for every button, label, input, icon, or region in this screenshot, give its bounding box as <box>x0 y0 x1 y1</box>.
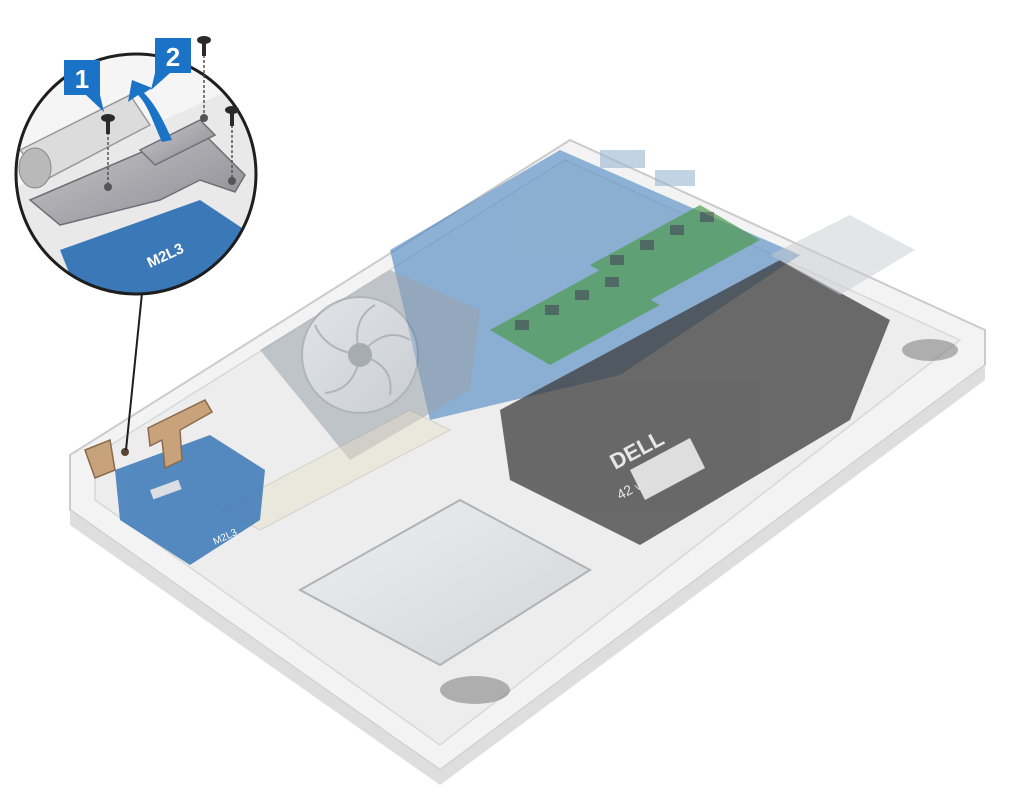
hard-drive-body <box>297 498 592 667</box>
zoom-callout: M2L3 <box>14 36 258 296</box>
zoom-circle-border <box>14 52 258 296</box>
screw-2 <box>197 36 211 118</box>
hard-drive <box>297 498 592 667</box>
chassis-front-edge <box>70 365 985 785</box>
hinge-bracket-small <box>84 438 116 479</box>
lift-arrow <box>128 80 172 142</box>
hinge-bracket-large <box>147 399 214 470</box>
ssd-slot <box>770 215 915 295</box>
screw-3 <box>225 106 239 181</box>
memory-module-upper <box>590 205 760 300</box>
step-badge-1: 1 <box>64 60 104 112</box>
memory-module-lower <box>490 270 660 365</box>
io-board-pcb <box>115 435 265 565</box>
step-badge-2: 2 <box>151 38 191 90</box>
thermal-assembly <box>260 270 480 460</box>
callout-leader-line <box>125 292 143 451</box>
battery: DELL 42 Wh <box>500 260 890 545</box>
screw-1 <box>101 114 115 187</box>
step-number-2: 2 <box>166 42 180 72</box>
memory-modules <box>490 205 760 365</box>
speakers <box>440 339 958 704</box>
step-number-1: 1 <box>75 64 89 94</box>
left-hinge <box>84 399 214 479</box>
battery-pack <box>500 260 890 545</box>
